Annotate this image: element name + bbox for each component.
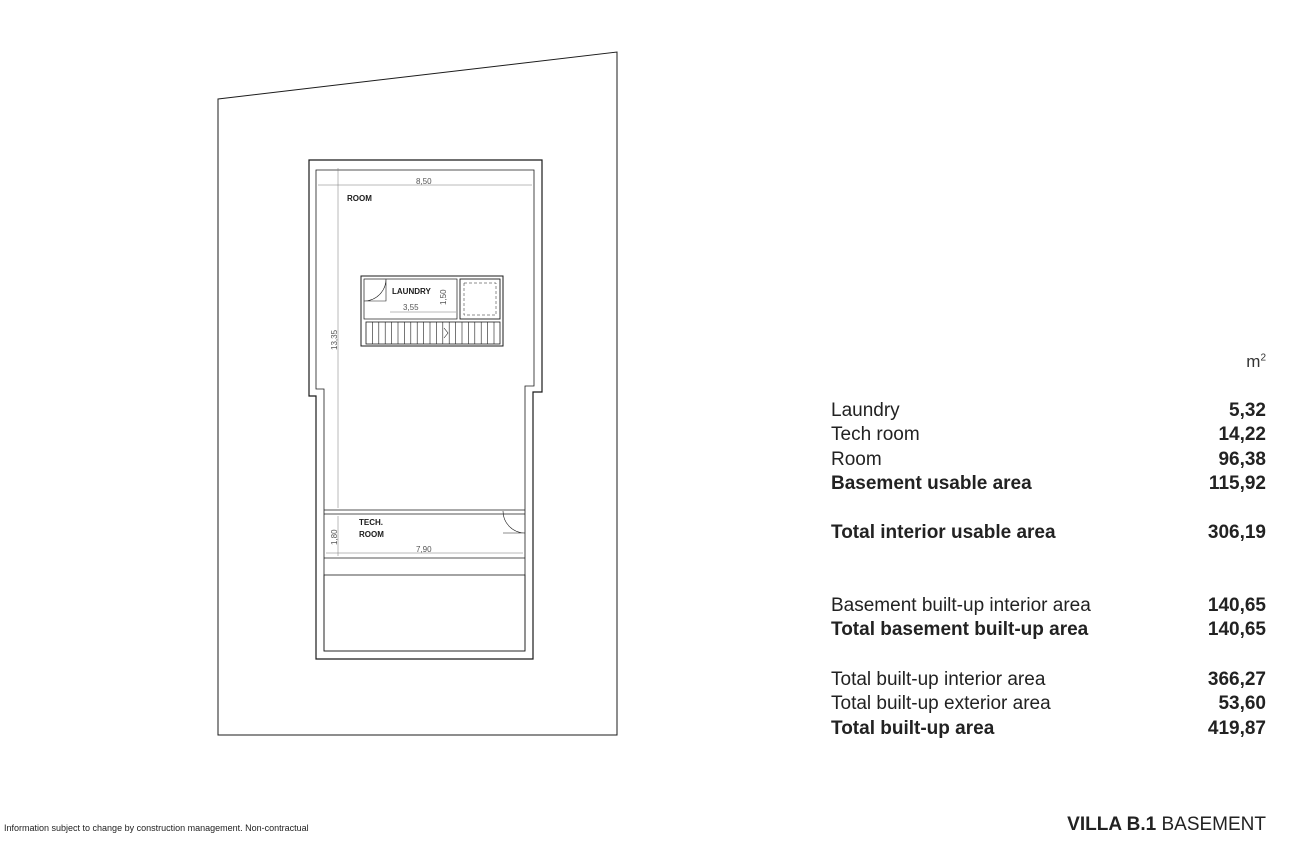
- plan-title: VILLA B.1 BASEMENT: [1067, 814, 1266, 835]
- basement-outer-wall: [308, 159, 543, 660]
- basement-inner-wall: [315, 169, 535, 652]
- laundry-door: [363, 278, 387, 302]
- laundry-label: LAUNDRY: [392, 287, 431, 296]
- dim-tech-width: 7,90: [416, 545, 432, 554]
- plot-boundary: [217, 51, 618, 736]
- lift-shaft: [459, 278, 501, 320]
- tech-room-label-2: ROOM: [359, 530, 384, 539]
- dim-tech-height: 1,80: [330, 529, 339, 545]
- tech-room-label-1: TECH.: [359, 518, 383, 527]
- basement-floor-plan: ROOM LAUNDRY TECH. ROOM 8,50 3,55 7,90 1…: [217, 51, 618, 736]
- staircase: [365, 321, 501, 345]
- laundry-block: [360, 275, 504, 347]
- tech-room-door: [502, 510, 526, 534]
- dim-top-width: 8,50: [416, 177, 432, 186]
- dim-laundry-height: 1,50: [439, 289, 448, 305]
- dim-left-height: 13,35: [330, 329, 339, 350]
- room-label: ROOM: [347, 194, 372, 203]
- disclaimer-text: Information subject to change by constru…: [4, 823, 309, 833]
- lower-box: [323, 574, 526, 652]
- area-unit: m2: [1246, 352, 1266, 371]
- dim-laundry-width: 3,55: [403, 303, 419, 312]
